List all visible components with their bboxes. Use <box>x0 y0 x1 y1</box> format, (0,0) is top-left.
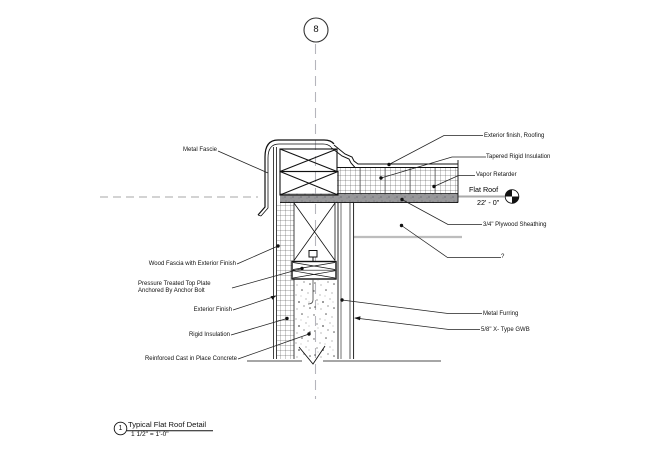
parapet-blocking <box>279 148 339 196</box>
level-datum-icon <box>504 189 520 204</box>
label-plywood-sheathing: 3/4" Plywood Sheathing <box>483 221 547 228</box>
detail-number: 1 <box>118 425 123 432</box>
level-name: Flat Roof <box>469 185 499 194</box>
label-pressure-treated-line2: Anchored By Anchor Bolt <box>138 288 205 294</box>
label-gwb: 5/8" X- Type GWB <box>481 326 530 333</box>
break-line <box>247 345 441 365</box>
metal-fascia-coping <box>257 139 335 217</box>
concrete-wall <box>295 203 339 359</box>
label-pressure-treated: Pressure Treated Top Plate Anchored By A… <box>138 281 211 295</box>
detail-scale: 1 1/2" = 1'-0" <box>131 431 169 438</box>
label-reinforced-concrete: Reinforced Cast in Place Concrete <box>144 356 237 362</box>
level-elevation: 22' - 0" <box>477 197 500 207</box>
label-vapor-retarder: Vapor Retarder <box>476 172 517 178</box>
interior-finish-lines <box>340 203 355 359</box>
label-rigid-insulation: Rigid Insulation <box>188 331 230 338</box>
leader-lines <box>217 135 501 360</box>
detail-title: Typical Flat Roof Detail <box>128 420 207 429</box>
upper-blocking <box>293 202 336 261</box>
label-pressure-treated-line1: Pressure Treated Top Plate <box>138 281 211 287</box>
wood-fascia-lines <box>273 147 277 359</box>
grid-bubble-number: 8 <box>313 24 319 35</box>
title-block-lines <box>113 421 213 436</box>
label-unknown: ? <box>501 254 505 260</box>
roof-membrane <box>330 144 458 168</box>
leader-dots <box>270 162 436 336</box>
label-metal-fascie: Metal Fascie <box>182 147 217 153</box>
label-exterior-finish: Exterior Finish <box>193 306 232 313</box>
label-metal-furring: Metal Furring <box>483 310 519 317</box>
wall-insulation <box>277 203 295 359</box>
label-wood-fascia: Wood Fascia with Exterior Finish <box>148 261 236 267</box>
label-tapered-rigid-insulation: Tapered Rigid Insulation <box>486 154 551 160</box>
grid-bubble-circle <box>303 17 329 43</box>
label-exterior-finish-roofing: Exterior finish, Roofing <box>484 132 545 139</box>
